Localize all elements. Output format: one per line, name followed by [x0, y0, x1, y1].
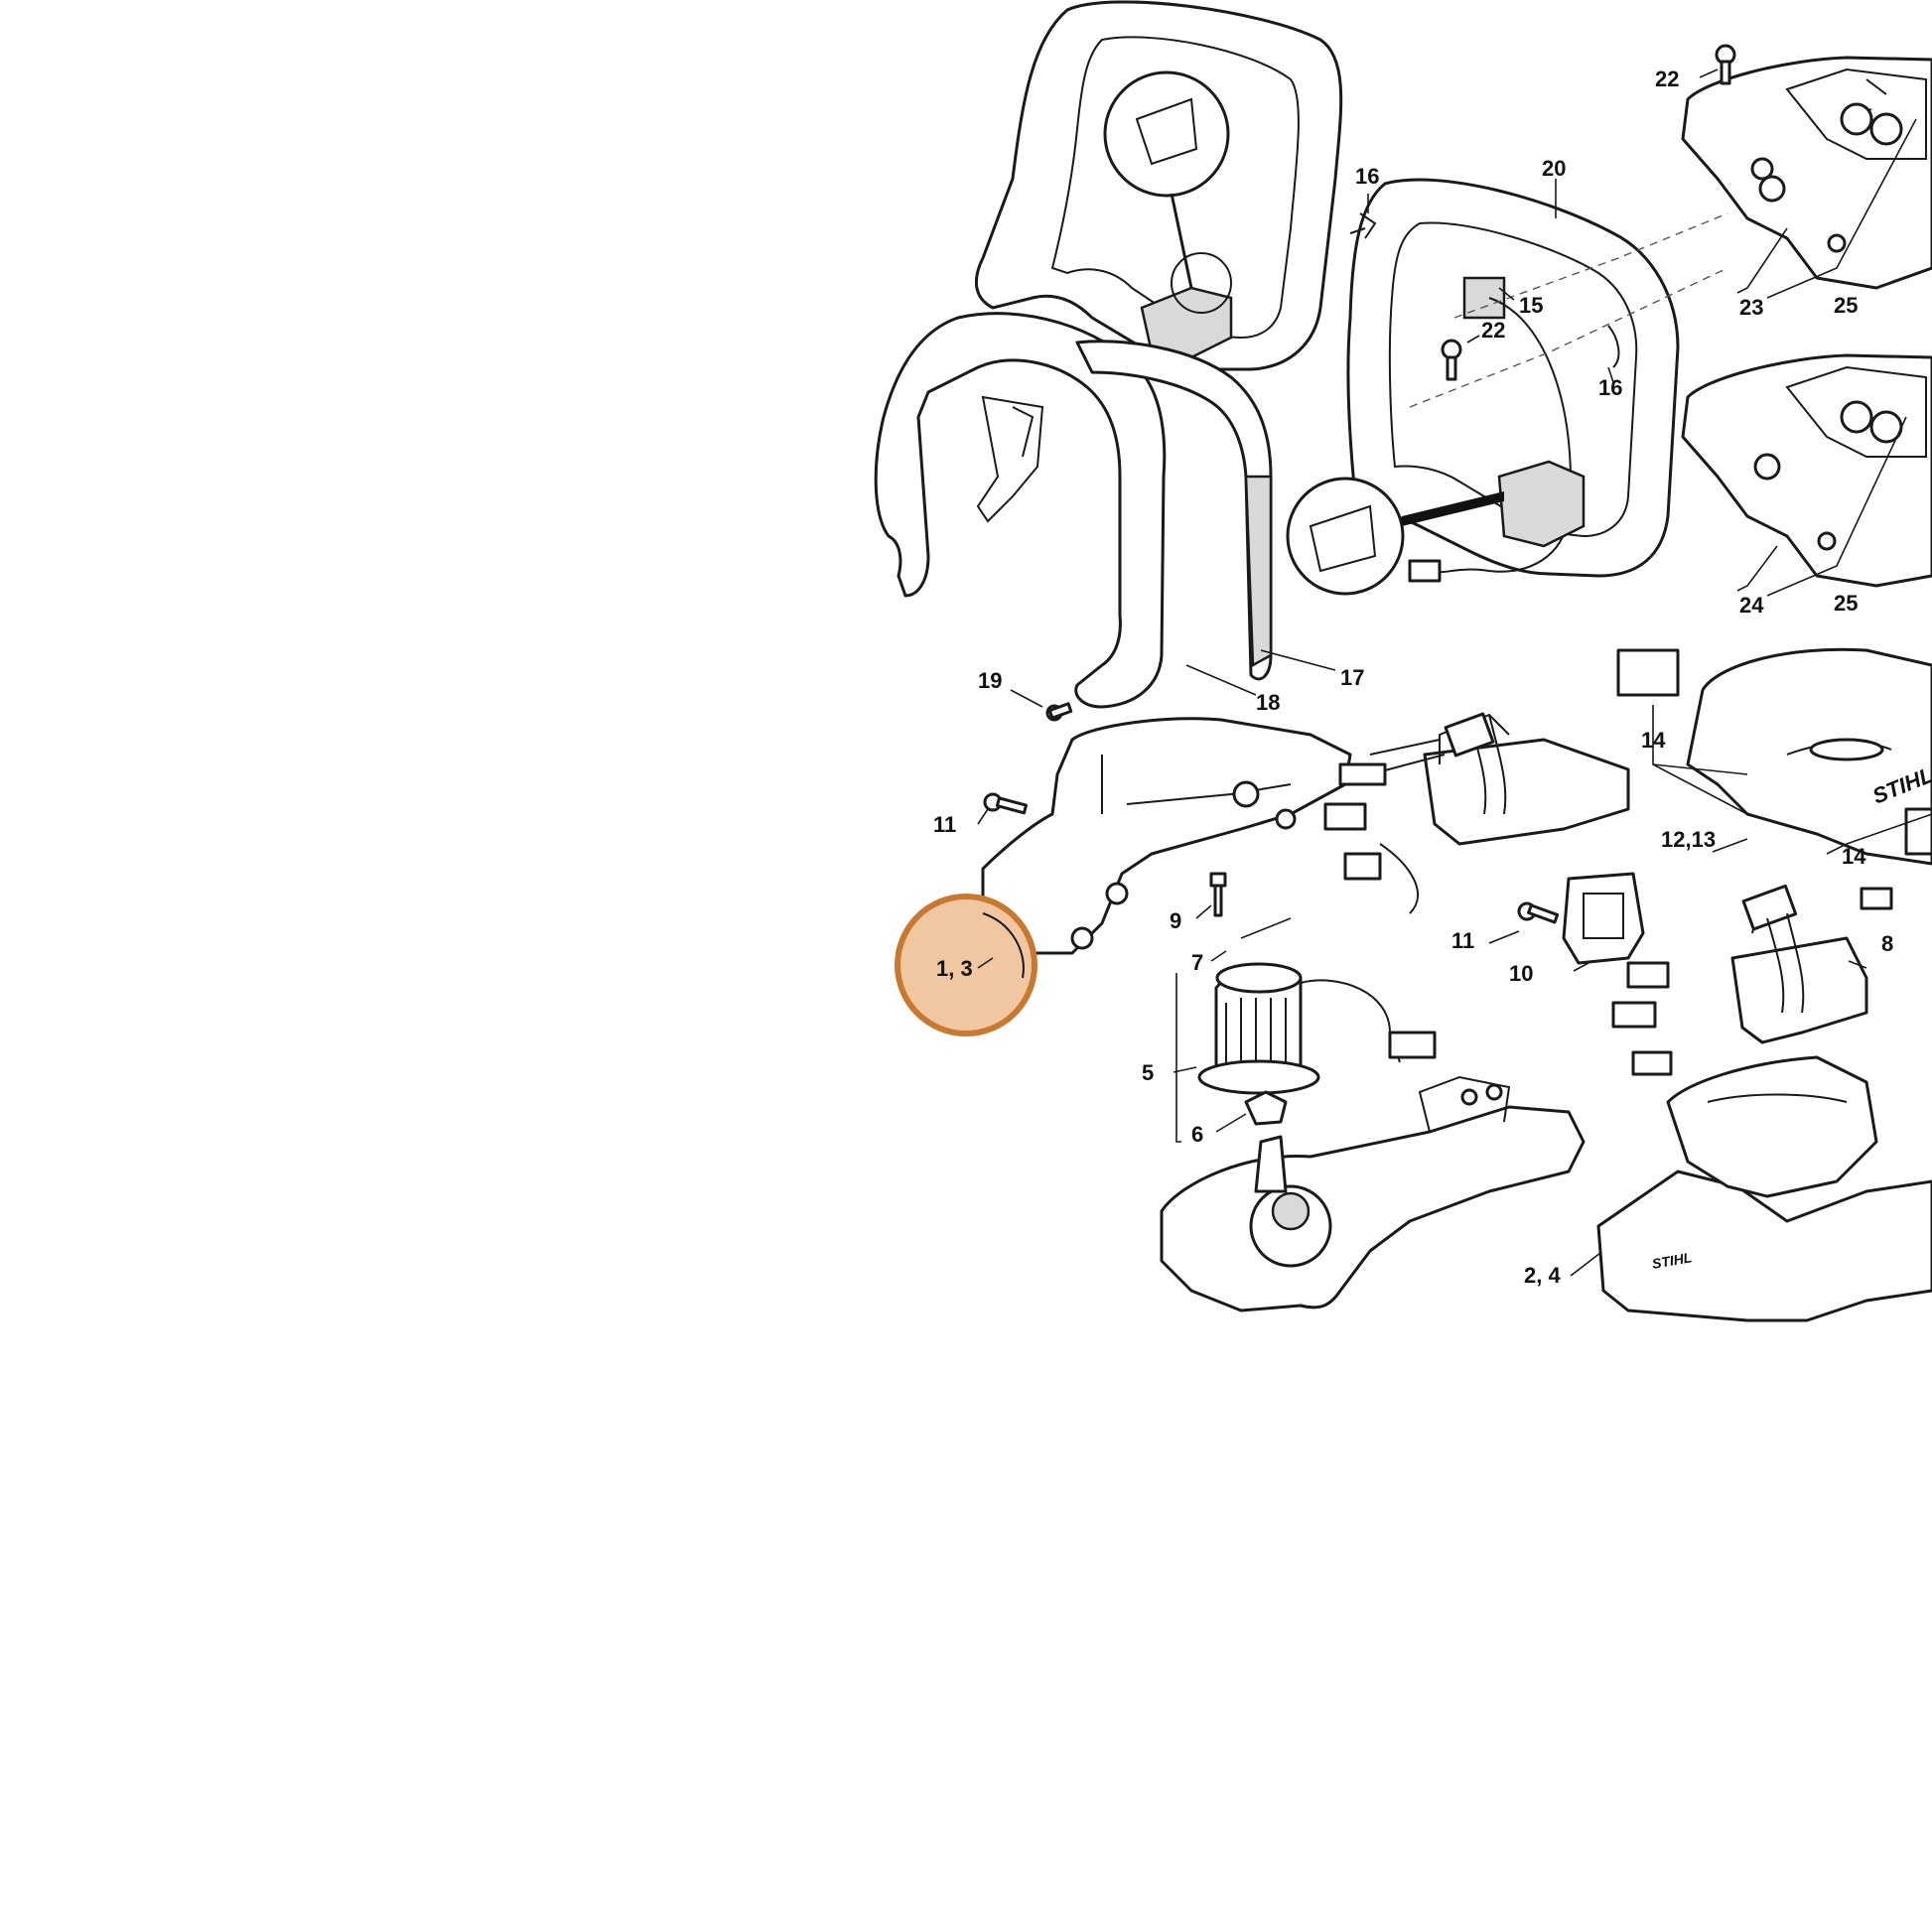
- screw-11-left[interactable]: [983, 792, 1029, 815]
- callout-19[interactable]: 19: [978, 668, 1002, 693]
- callout-16-b[interactable]: 16: [1598, 375, 1622, 400]
- screw-22-mid[interactable]: [1441, 339, 1462, 381]
- right-housing-2-4[interactable]: STIHL: [1596, 1055, 1932, 1322]
- clip-16-b[interactable]: [1607, 325, 1620, 368]
- cover-plate-10[interactable]: [1562, 872, 1645, 965]
- callout-25[interactable]: 25: [1834, 293, 1858, 318]
- callout-15[interactable]: 15: [1519, 293, 1543, 318]
- clip-16[interactable]: [1349, 212, 1377, 239]
- callout-17[interactable]: 17: [1340, 665, 1364, 690]
- handle-housing-left[interactable]: [981, 717, 1352, 955]
- highlight-label: 1, 3: [936, 956, 973, 981]
- callout-14[interactable]: 14: [1641, 728, 1666, 753]
- callout-6[interactable]: 6: [1191, 1122, 1203, 1147]
- callout-8[interactable]: 8: [1881, 931, 1893, 956]
- gear-housing[interactable]: [1160, 1075, 1586, 1312]
- callout-9[interactable]: 9: [1170, 908, 1181, 933]
- front-handle-bar-18[interactable]: [874, 312, 1167, 709]
- callout-5[interactable]: 5: [1142, 1060, 1154, 1085]
- callout-11[interactable]: 11: [933, 812, 956, 837]
- callout-22[interactable]: 22: [1655, 67, 1679, 91]
- cover-plate-24-25[interactable]: [1681, 353, 1932, 588]
- screw-11-right[interactable]: [1517, 901, 1560, 924]
- callout-18[interactable]: 18: [1256, 690, 1280, 715]
- electronics-module-8[interactable]: [1611, 884, 1893, 1076]
- highlight-hotspot-1-3[interactable]: 1, 3: [895, 894, 1037, 1036]
- rear-handle-frame-upper[interactable]: [974, 0, 1343, 371]
- callout-22-mid[interactable]: 22: [1481, 318, 1505, 343]
- callout-25-b[interactable]: 25: [1834, 591, 1858, 616]
- rear-handle-frame-20[interactable]: [1286, 178, 1680, 596]
- callout-2-4[interactable]: 2, 4: [1524, 1263, 1561, 1288]
- callout-7[interactable]: 7: [1191, 950, 1203, 975]
- leader-lines: [977, 69, 1932, 1277]
- electronics-module-upper[interactable]: [1323, 712, 1630, 914]
- callout-20[interactable]: 20: [1542, 156, 1566, 181]
- callout-16[interactable]: 16: [1355, 164, 1379, 189]
- callout-12-13[interactable]: 12,13: [1661, 827, 1716, 852]
- screw-19[interactable]: [1045, 702, 1073, 722]
- callout-10[interactable]: 10: [1509, 961, 1533, 986]
- callout-24[interactable]: 24: [1739, 593, 1764, 618]
- brand-logo-text-small: STIHL: [1651, 1249, 1694, 1272]
- screw-22-top[interactable]: [1715, 44, 1736, 85]
- screw-9[interactable]: [1209, 872, 1227, 917]
- coupling-6[interactable]: [1244, 1090, 1288, 1126]
- callout-14-b[interactable]: 14: [1842, 844, 1866, 869]
- handle-seal-17[interactable]: [1075, 340, 1273, 681]
- callout-labels: 16 20 22 15 22 16 23 25 24 25 17 18 19 1…: [933, 67, 1893, 1288]
- motor-5[interactable]: [1197, 962, 1437, 1095]
- motor-housing-cover-12-13[interactable]: STIHL: [1616, 647, 1932, 866]
- callout-23[interactable]: 23: [1739, 295, 1763, 320]
- callout-11-b[interactable]: 11: [1451, 928, 1474, 953]
- cover-plate-23-25[interactable]: [1681, 56, 1932, 290]
